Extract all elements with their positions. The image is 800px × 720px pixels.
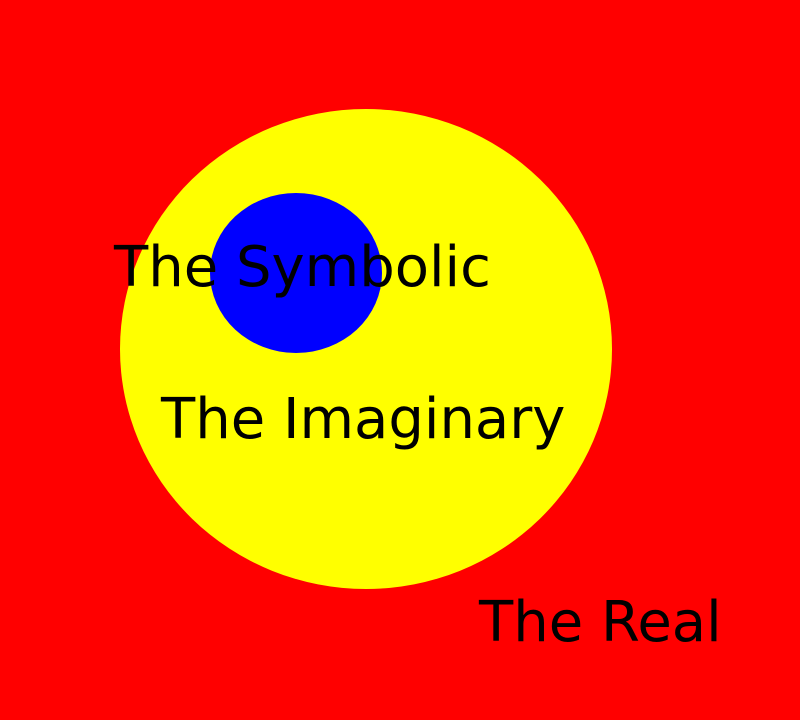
- symbolic-circle: [210, 193, 382, 353]
- symbolic-label: The Symbolic: [113, 235, 491, 300]
- real-label: The Real: [478, 590, 722, 655]
- imaginary-label: The Imaginary: [160, 387, 565, 452]
- imaginary-circle: [120, 109, 612, 589]
